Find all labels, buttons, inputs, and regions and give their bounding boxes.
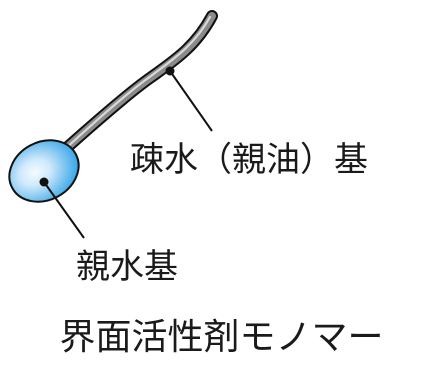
hydrophilic-group-label: 親水基 <box>76 247 178 287</box>
polar-head-icon <box>8 139 80 203</box>
hydrophobic-group-label: 疎水（親油）基 <box>130 140 368 180</box>
hydrocarbon-tail-icon <box>56 10 218 158</box>
hydrophilic-leader <box>39 177 85 239</box>
hydrophobic-leader <box>165 66 213 132</box>
diagram-caption: 界面活性剤モノマー <box>59 317 384 358</box>
